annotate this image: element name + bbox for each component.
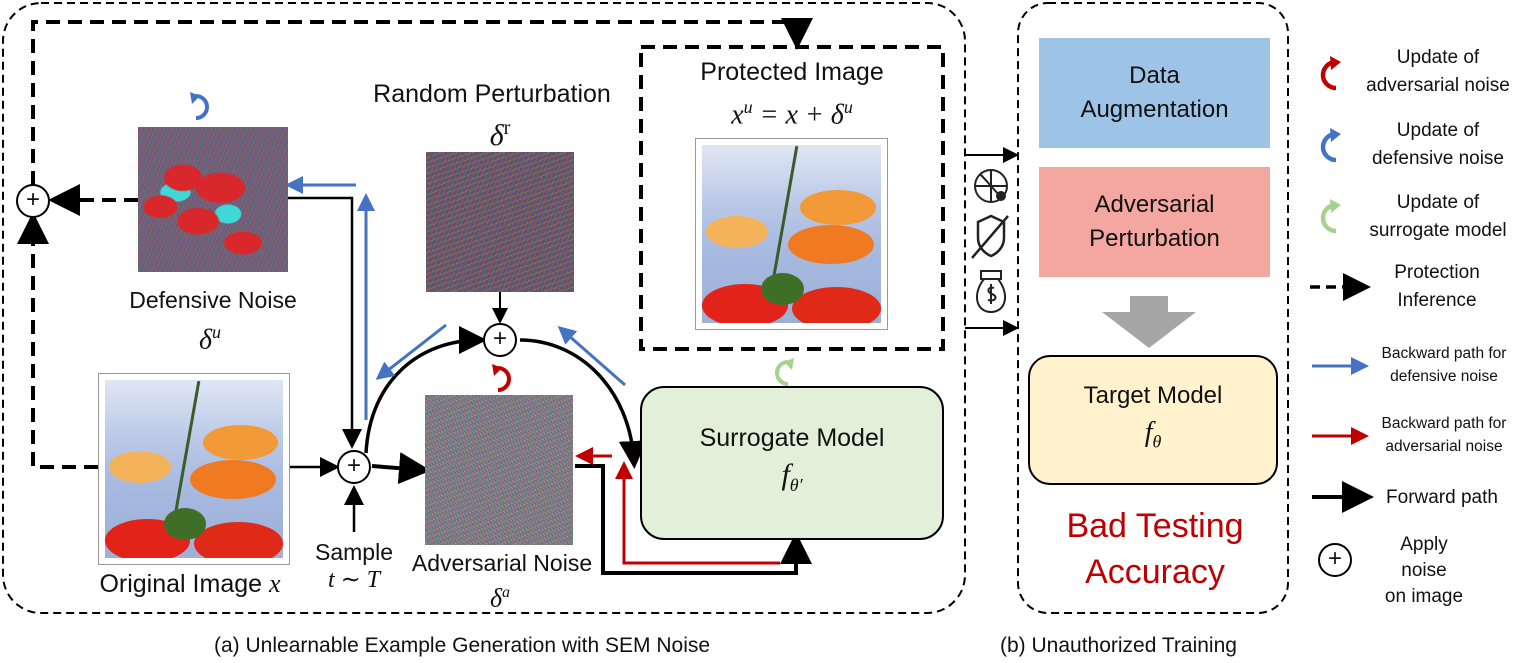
shield-cross-icon bbox=[971, 214, 1009, 259]
protected-image-title: Protected Image bbox=[700, 58, 884, 86]
protected-image-formula: xu = x + δu bbox=[731, 97, 853, 131]
web-spider-icon bbox=[974, 169, 1008, 203]
random-perturbation-symbol: δr bbox=[489, 117, 511, 152]
defensive-noise-title: Defensive Noise bbox=[129, 287, 297, 313]
legend-forward-path: Forward path bbox=[1386, 487, 1498, 508]
random-perturbation-image bbox=[426, 152, 574, 292]
red-bottom bbox=[615, 461, 780, 565]
defensive-noise-symbol: δu bbox=[198, 322, 221, 356]
adversarial-noise-symbol: δa bbox=[489, 583, 511, 613]
plus-left-circle bbox=[16, 184, 50, 218]
defensive-noise-image bbox=[138, 127, 288, 272]
defensive-to-main-plus bbox=[288, 196, 362, 449]
arc-left bbox=[364, 326, 487, 454]
protection-loop-bottom bbox=[17, 212, 98, 469]
adv-to-surrogate bbox=[575, 464, 812, 575]
plus-top-circle bbox=[483, 323, 517, 357]
surrogate-model-title: Surrogate Model bbox=[699, 424, 885, 452]
plus-main: + bbox=[346, 452, 361, 479]
update-surrogate-icon-mid bbox=[775, 358, 794, 386]
bad-testing-accuracy: Bad Testing Accuracy bbox=[1066, 507, 1244, 591]
original-image-title: Original Image x bbox=[99, 569, 281, 598]
grey-down-arrow bbox=[1102, 296, 1196, 348]
plus-main-circle bbox=[337, 450, 371, 484]
adversarial-perturbation-box: Adversarial Perturbation bbox=[1039, 167, 1270, 277]
legend-red-cycle-icon bbox=[1320, 56, 1341, 91]
target-model-box: Target Model fθ bbox=[1028, 355, 1278, 485]
blue-diag-right bbox=[557, 326, 626, 387]
surrogate-model-symbol: fθ′ bbox=[781, 458, 803, 495]
protection-loop-top bbox=[31, 18, 813, 185]
blue-diag-left bbox=[375, 323, 447, 380]
legend-plus: + bbox=[1327, 545, 1342, 572]
panel-b-frame bbox=[1017, 2, 1289, 614]
plus-top: + bbox=[492, 325, 507, 352]
protected-image-frame bbox=[639, 45, 945, 351]
panel-a-caption: (a) Unlearnable Example Generation with … bbox=[214, 634, 711, 657]
arc-right bbox=[519, 338, 647, 469]
legend-plus-circle bbox=[1318, 543, 1352, 577]
protected-image-picture bbox=[695, 138, 888, 330]
plus-to-adv bbox=[371, 452, 431, 485]
money-thief-icon bbox=[975, 270, 1007, 314]
data-augmentation-box: Data Augmentation bbox=[1039, 38, 1270, 148]
original-image-picture bbox=[98, 373, 290, 565]
adversarial-noise-image bbox=[425, 395, 573, 545]
sample-label: Sample t ∼ T bbox=[315, 539, 393, 593]
plus-left: + bbox=[25, 186, 40, 213]
panel-b-caption: (b) Unauthorized Training bbox=[1000, 634, 1237, 657]
target-model-symbol: fθ bbox=[1144, 416, 1162, 452]
target-model-title: Target Model bbox=[1083, 381, 1223, 409]
surrogate-model-box: Surrogate Model fθ′ bbox=[640, 386, 944, 540]
legend-blue-cycle-icon bbox=[1320, 128, 1341, 163]
update-adversarial-icon-mid bbox=[492, 364, 511, 392]
adversarial-noise-title: Adversarial Noise bbox=[411, 550, 593, 576]
random-perturbation-title: Random Perturbation bbox=[373, 80, 611, 108]
update-defensive-icon-top bbox=[190, 92, 209, 120]
panel-a-frame bbox=[2, 2, 966, 614]
legend-green-cycle-icon bbox=[1320, 199, 1341, 234]
